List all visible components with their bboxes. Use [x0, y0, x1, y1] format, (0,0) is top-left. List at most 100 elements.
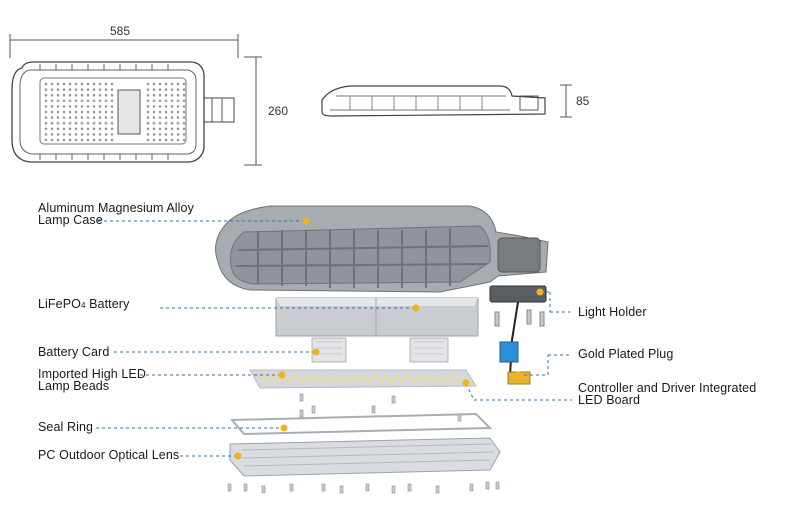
label-battery-card: Battery Card	[38, 345, 110, 359]
led-bead	[68, 105, 72, 108]
led-bead	[62, 93, 66, 97]
callout-dot	[536, 288, 544, 296]
top-view-led-grid	[44, 82, 186, 142]
led-chip	[368, 377, 371, 383]
screw	[469, 483, 474, 492]
led-chip	[290, 377, 292, 383]
led-bead	[176, 88, 180, 91]
led-bead	[110, 138, 114, 142]
led-bead	[182, 99, 186, 103]
led-bead	[92, 116, 96, 119]
led-bead	[56, 88, 60, 91]
led-bead	[86, 93, 90, 97]
led-bead	[98, 88, 102, 91]
led-bead	[164, 138, 168, 142]
led-bead	[80, 138, 84, 142]
led-bead	[104, 121, 108, 125]
led-bead	[80, 82, 84, 86]
led-bead	[104, 88, 108, 91]
led-bead	[86, 127, 90, 131]
led-chip	[267, 377, 270, 383]
led-bead	[44, 127, 48, 131]
led-bead	[80, 121, 84, 125]
led-bead	[182, 105, 186, 108]
led-bead	[86, 105, 90, 108]
led-bead	[86, 88, 90, 91]
led-bead	[92, 121, 96, 125]
label-light-holder: Light Holder	[578, 305, 647, 319]
led-bead	[164, 110, 168, 114]
led-bead	[152, 82, 156, 86]
led-bead	[158, 133, 162, 136]
led-bead	[164, 88, 168, 91]
led-chip	[435, 377, 438, 383]
led-bead	[56, 99, 60, 103]
led-bead	[158, 138, 162, 142]
led-bead	[74, 116, 78, 119]
led-bead	[170, 99, 174, 103]
led-bead	[158, 88, 162, 91]
led-bead	[86, 82, 90, 86]
led-bead	[158, 82, 162, 86]
led-bead	[146, 82, 150, 86]
led-bead	[104, 116, 108, 119]
label-lamp-case-line1: Aluminum Magnesium Alloy	[38, 201, 194, 215]
led-bead	[152, 110, 156, 114]
led-bead	[146, 99, 150, 103]
led-bead	[92, 105, 96, 108]
led-bead	[182, 82, 186, 86]
led-bead	[176, 110, 180, 114]
callout-dot	[412, 304, 420, 312]
led-bead	[50, 82, 54, 86]
led-bead	[182, 133, 186, 136]
callout-dot	[312, 348, 320, 356]
led-bead	[110, 93, 114, 97]
optical-lens-part	[229, 437, 501, 477]
screw	[299, 409, 304, 418]
led-bead	[158, 99, 162, 103]
led-bead	[158, 110, 162, 114]
side-view-drawing	[321, 84, 572, 118]
led-bead	[44, 138, 48, 142]
led-bead	[170, 110, 174, 114]
led-chip	[385, 374, 388, 380]
led-chip	[441, 374, 444, 380]
led-bead	[44, 121, 48, 125]
led-bead	[104, 133, 108, 136]
callout-dot	[280, 424, 288, 432]
led-bead	[56, 93, 60, 97]
screw	[391, 395, 396, 404]
led-chip	[396, 374, 399, 380]
screw	[457, 413, 462, 422]
led-bead	[62, 110, 66, 114]
led-bead	[92, 99, 96, 103]
callout-dots	[234, 217, 544, 460]
led-bead	[110, 127, 114, 131]
led-bead	[92, 82, 96, 86]
led-bead	[74, 99, 78, 103]
led-bead	[68, 93, 72, 97]
led-chip	[418, 374, 421, 380]
screw	[289, 483, 294, 492]
led-bead	[176, 116, 180, 119]
led-chip	[334, 377, 337, 383]
led-bead	[80, 93, 84, 97]
led-bead	[104, 99, 108, 103]
led-bead	[98, 110, 102, 114]
dimension-height: 85	[576, 94, 590, 108]
led-bead	[182, 88, 186, 91]
led-bead	[98, 99, 102, 103]
led-bead	[98, 116, 102, 119]
led-bead	[170, 138, 174, 142]
led-bead	[44, 82, 48, 86]
led-bead	[68, 138, 72, 142]
label-battery: LiFePO4 Battery	[38, 297, 130, 311]
led-bead	[158, 116, 162, 119]
led-chip	[351, 374, 354, 380]
seal-ring-part	[229, 412, 493, 436]
screw	[311, 405, 316, 414]
led-bead	[170, 121, 174, 125]
screw	[321, 483, 326, 492]
led-bead	[104, 138, 108, 142]
battery-card-part	[311, 337, 449, 363]
